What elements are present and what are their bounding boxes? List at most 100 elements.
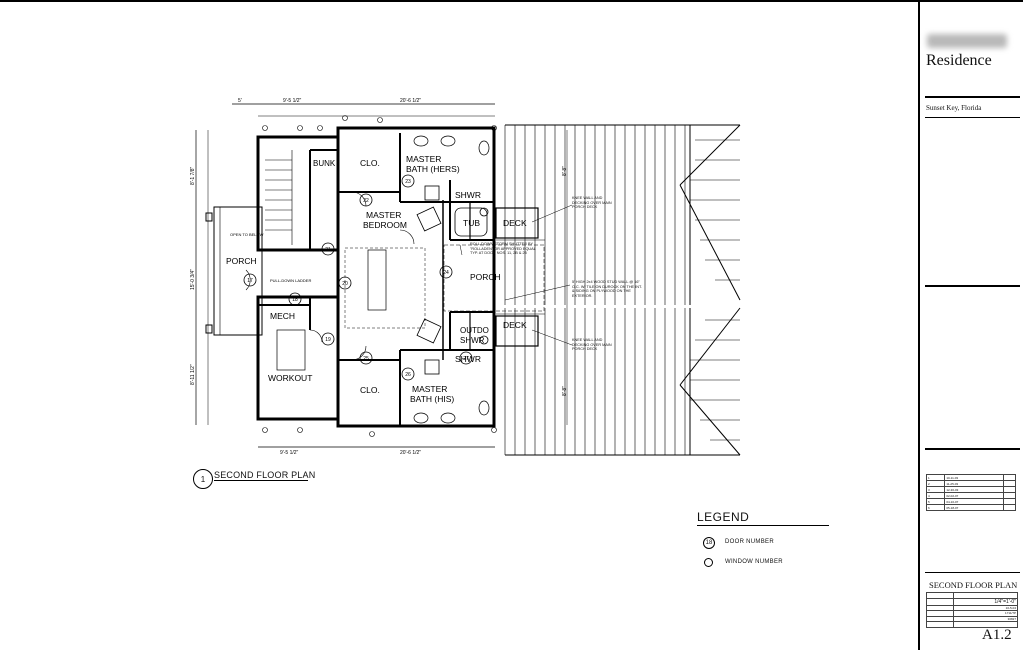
room-label-master-bedroom: MASTER — [366, 210, 401, 220]
toilet-his — [478, 400, 490, 416]
room-label-tub: TUB — [463, 218, 480, 228]
stair-treads — [265, 150, 293, 245]
dimension-text: 5' — [238, 98, 242, 104]
note-knee-wall-bottom: KNEE WALL AND DECKING OVER MAIN PORCH DE… — [572, 338, 612, 352]
toilet-hers — [478, 140, 490, 156]
door-tag-number: 27 — [463, 356, 469, 362]
plan-title: SECOND FLOOR PLAN — [214, 470, 316, 480]
room-label-outdoor-shower: OUTDO — [460, 326, 489, 335]
door-tag-number: 26 — [405, 372, 411, 378]
info-value — [953, 621, 1018, 628]
note-wood-stud-wall: 5' HIGH 2x4 WOOD STUD WALL @ 16" O.C. W/… — [572, 280, 642, 298]
room-label-master-bedroom: BEDROOM — [363, 220, 407, 230]
exterior-wall-left-upper — [256, 135, 340, 252]
window-number-symbol — [704, 558, 713, 567]
note-storm-shutter: ROLL-DOWN STORM SHUTTER BY "ROLLADEN" OR… — [470, 242, 536, 256]
dimension-text: 8'-11 1/2" — [190, 364, 196, 385]
room-label-deck-top: DECK — [503, 218, 527, 228]
window-tag — [479, 207, 489, 217]
door-tag-number: 17 — [247, 278, 253, 284]
door-tag-24 — [439, 265, 453, 279]
dimension-text: 20'-6 1/2" — [400, 98, 421, 104]
room-label-shower-bottom: SHWR — [455, 354, 481, 364]
room-label-open-to-below: OPEN TO BELOW — [230, 232, 264, 237]
room-label-pull-down-ladder: PULL-DOWN LADDER — [270, 278, 311, 283]
door-tag-27 — [459, 351, 473, 365]
door-tag-18 — [288, 292, 302, 306]
room-label-workout: WORKOUT — [268, 373, 312, 383]
sheet-title: SECOND FLOOR PLAN — [929, 580, 1018, 590]
project-name: Residence — [926, 52, 992, 69]
door-tag-number: 21 — [325, 247, 331, 253]
titleblock-rule — [925, 448, 1020, 450]
porch-left-outline — [213, 206, 263, 336]
project-location: Sunset Key, Florida — [926, 104, 982, 112]
legend-window-number-label: WINDOW NUMBER — [725, 559, 783, 565]
dimension-text: 8'-8" — [562, 386, 568, 396]
sheet-info-table: 1/4"=1'-0" 10-5-04 1711/7P 30827 — [925, 592, 1018, 628]
room-label-master-bath-his: MASTER — [412, 384, 447, 394]
plan-number-bubble: 1 — [193, 469, 213, 489]
sheet-number: A1.2 — [982, 627, 1012, 643]
plan-title-underline — [214, 480, 308, 481]
workout-equipment — [276, 329, 306, 371]
dimension-text: 9'-5 1/2" — [280, 450, 299, 456]
titleblock-rule — [925, 117, 1020, 118]
window-tag — [479, 335, 489, 345]
room-label-porch-left: PORCH — [226, 256, 257, 266]
blurred-client-name — [927, 34, 1007, 48]
room-label-mech: MECH — [270, 311, 295, 321]
titleblock-rule — [925, 96, 1020, 98]
room-label-shower-top: SHWR — [455, 190, 481, 200]
info-value: 1/4"=1'-0" — [953, 597, 1018, 606]
room-label-outdoor-shower: SHWR — [460, 336, 485, 345]
sink-his — [413, 412, 429, 424]
legend-door-number-label: DOOR NUMBER — [725, 539, 774, 545]
titleblock-divider — [918, 0, 920, 650]
door-tag-number: 18 — [292, 297, 298, 303]
dimension-text: 8'-1 7/8" — [190, 166, 196, 185]
door-tag-20 — [338, 276, 352, 290]
door-tag-number: 24 — [443, 270, 449, 276]
room-label-deck-bottom: DECK — [503, 320, 527, 330]
titleblock-rule — [925, 572, 1020, 573]
door-tag-21 — [321, 242, 335, 256]
chair — [416, 206, 442, 232]
note-knee-wall-top: KNEE WALL AND DECKING OVER MAIN PORCH DE… — [572, 196, 612, 210]
door-tag-19 — [321, 332, 335, 346]
door-tag-number: 23 — [405, 179, 411, 185]
room-label-master-bath-his: BATH (HIS) — [410, 394, 454, 404]
revision-no: 6 — [925, 504, 946, 511]
revision-date: 05-18-07 — [944, 504, 1005, 511]
door-tag-number: 20 — [342, 281, 348, 287]
legend-underline — [697, 525, 829, 526]
door-tag-17 — [243, 273, 257, 287]
door-number-symbol: 18 — [703, 537, 715, 549]
room-label-bunk: BUNK — [313, 159, 336, 168]
door-tag-number: 19 — [325, 337, 331, 343]
bed — [367, 249, 387, 311]
legend-title: LEGEND — [697, 510, 750, 524]
roof-hatch-bottom — [504, 307, 741, 456]
door-tag-25 — [359, 351, 373, 365]
dimension-text: 15'-0 3/4" — [190, 269, 196, 290]
room-label-closet-top: CLO. — [360, 158, 380, 168]
door-tag-22 — [359, 193, 373, 207]
deck-top — [495, 207, 539, 239]
titleblock-rule — [925, 285, 1020, 287]
door-tag-23 — [401, 174, 415, 188]
door-tag-26 — [401, 367, 415, 381]
roof-hatch-top — [504, 124, 741, 305]
sink-hers — [413, 135, 429, 147]
room-label-master-bath-hers: MASTER — [406, 154, 441, 164]
door-tag-number: 25 — [363, 356, 369, 362]
tub — [454, 207, 488, 237]
room-label-porch-center: PORCH — [470, 272, 501, 282]
grid-bubbles — [262, 115, 497, 437]
door-tag-number: 22 — [363, 198, 369, 204]
deck-bottom — [495, 315, 539, 347]
top-border — [0, 0, 1023, 2]
room-label-master-bath-hers: BATH (HERS) — [406, 164, 460, 174]
